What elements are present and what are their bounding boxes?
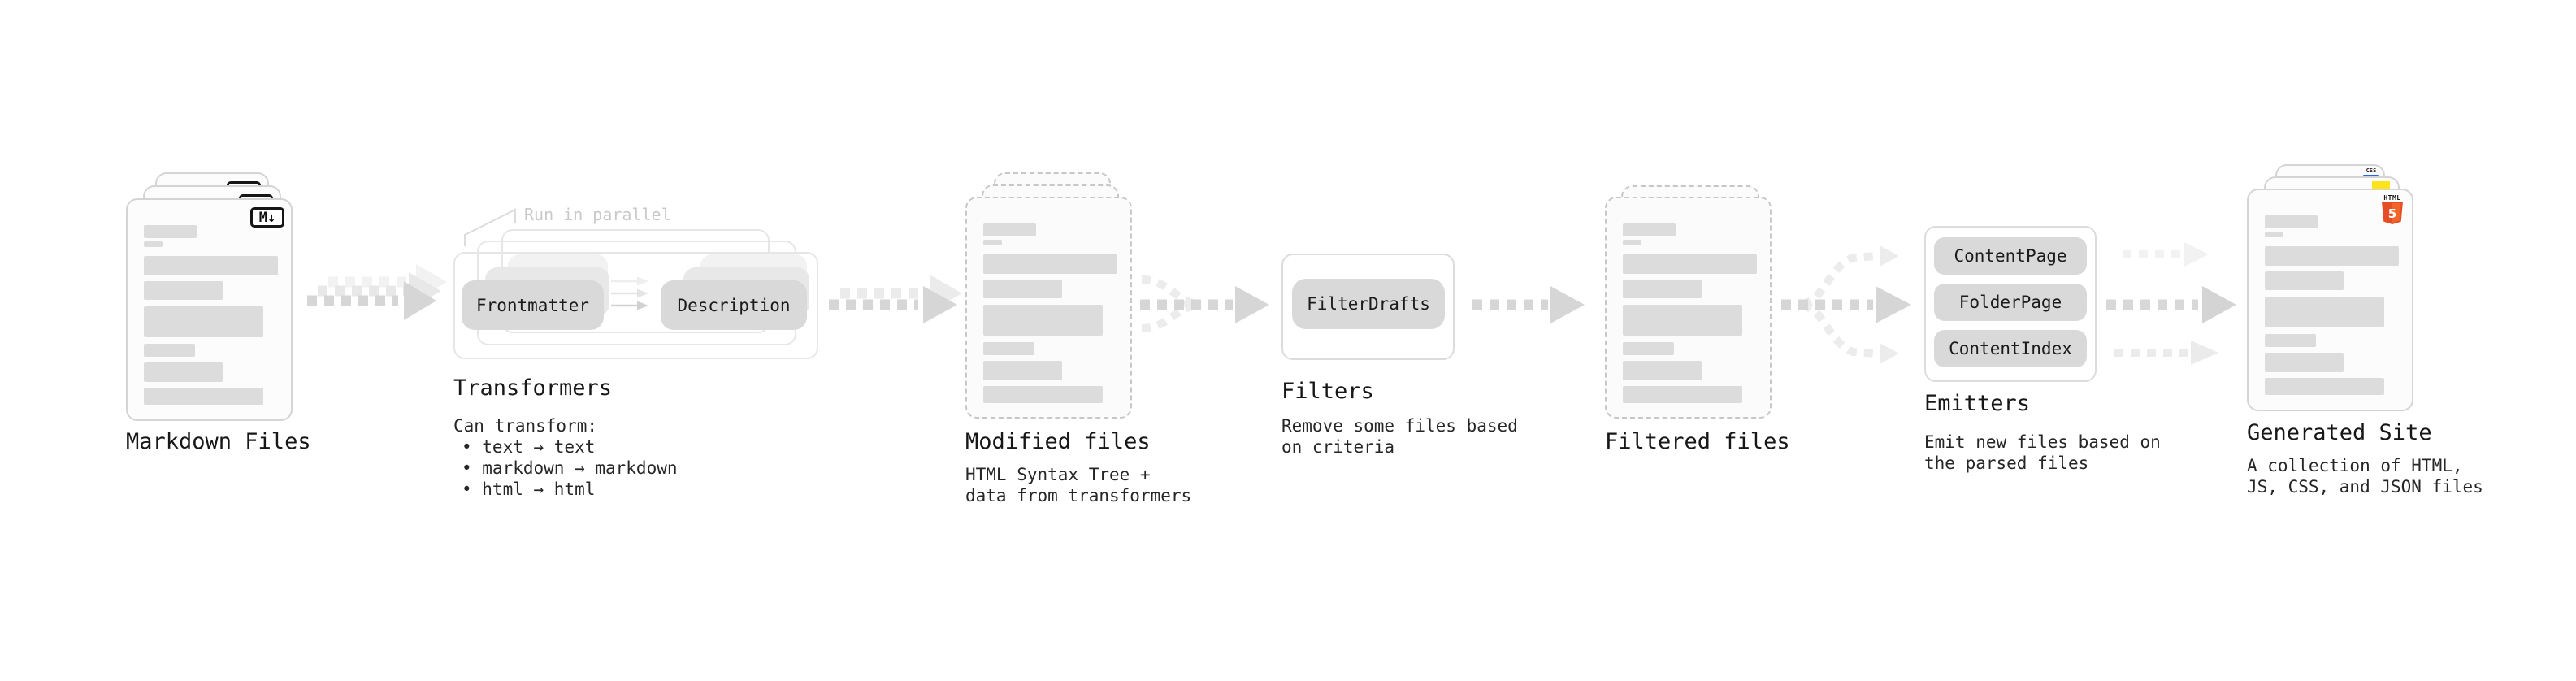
- parallel-arrows-icon: [611, 276, 648, 310]
- transformer-container-front: [453, 252, 818, 359]
- transformers-caption-title: Can transform:: [453, 416, 598, 436]
- skeleton-line: [1623, 280, 1702, 298]
- flow-arrow-markdown-to-transformers: [307, 264, 447, 320]
- transformer-chip-description: Description: [661, 280, 807, 330]
- skeleton-line: [1623, 240, 1641, 245]
- stage-title-emitters: Emitters: [1924, 391, 2031, 416]
- skeleton-line: [983, 280, 1062, 298]
- emitters-caption-line: the parsed files: [1924, 453, 2089, 473]
- filter-chip-filterdrafts: FilterDrafts: [1292, 279, 1445, 329]
- skeleton-line: [2265, 334, 2316, 347]
- emitter-chip-contentindex: ContentIndex: [1934, 330, 2087, 367]
- skeleton-line: [1623, 342, 1674, 355]
- skeleton-line: [144, 256, 278, 275]
- skeleton-line: [144, 281, 223, 300]
- stage-title-generated-site: Generated Site: [2247, 420, 2432, 445]
- js-file-icon: [2372, 181, 2390, 189]
- skeleton-line: [2265, 353, 2344, 372]
- flow-arrow-transformers-to-modified: [829, 275, 962, 323]
- run-in-parallel-callout-line: [464, 208, 516, 246]
- skeleton-line: [144, 306, 263, 337]
- skeleton-line: [2265, 297, 2384, 327]
- skeleton-line: [2265, 246, 2399, 266]
- skeleton-line: [1623, 254, 1757, 274]
- stage-title-filters: Filters: [1281, 379, 1374, 404]
- skeleton-line: [144, 241, 163, 247]
- modified-file-card-front: [965, 197, 1132, 419]
- svg-text:5: 5: [2388, 206, 2396, 221]
- html5-logo-icon: HTML 5: [2382, 194, 2403, 228]
- emitter-chip-contentpage: ContentPage: [1934, 237, 2087, 275]
- flow-arrow-emitters-to-generated: [2106, 242, 2236, 365]
- run-in-parallel-label: Run in parallel: [524, 205, 671, 224]
- stage-title-modified-files: Modified files: [965, 429, 1151, 454]
- markdown-file-card-front: M↓: [126, 198, 293, 421]
- filters-caption-line: on criteria: [1281, 437, 1395, 457]
- generated-file-card-front: HTML 5: [2247, 189, 2413, 411]
- skeleton-line: [983, 361, 1062, 380]
- skeleton-line: [1623, 361, 1702, 380]
- transformer-chip-frontmatter: Frontmatter: [462, 280, 604, 330]
- skeleton-line: [144, 362, 223, 382]
- skeleton-line: [2265, 215, 2318, 228]
- flow-arrow-filters-to-filtered: [1472, 286, 1585, 323]
- transformers-bullet: • text → text: [462, 437, 596, 457]
- skeleton-line: [983, 386, 1103, 403]
- skeleton-line: [983, 342, 1034, 355]
- transformers-bullet: • html → html: [462, 479, 596, 499]
- stage-title-transformers: Transformers: [453, 375, 613, 401]
- emitter-chip-folderpage: FolderPage: [1934, 284, 2087, 321]
- skeleton-line: [1623, 305, 1742, 336]
- skeleton-line: [2265, 271, 2344, 290]
- skeleton-line: [983, 240, 1002, 245]
- generated-site-caption-line: JS, CSS, and JSON files: [2247, 477, 2483, 497]
- skeleton-line: [983, 254, 1117, 274]
- filtered-file-card-front: [1605, 197, 1772, 419]
- modified-files-caption-line: data from transformers: [965, 486, 1192, 505]
- stage-title-filtered-files: Filtered files: [1605, 429, 1790, 454]
- skeleton-line: [144, 225, 197, 238]
- generated-site-caption-line: A collection of HTML,: [2247, 456, 2463, 475]
- flow-arrow-filtered-to-emitters: [1781, 245, 1911, 364]
- skeleton-line: [2265, 232, 2283, 237]
- emitters-caption-line: Emit new files based on: [1924, 432, 2161, 452]
- skeleton-line: [1623, 386, 1742, 403]
- modified-files-caption-line: HTML Syntax Tree +: [965, 465, 1151, 484]
- stage-title-markdown-files: Markdown Files: [126, 429, 311, 454]
- markdown-logo-icon: M↓: [250, 207, 284, 228]
- skeleton-line: [2265, 378, 2384, 395]
- transformers-bullet: • markdown → markdown: [462, 458, 678, 478]
- filters-caption-line: Remove some files based: [1281, 416, 1518, 436]
- skeleton-line: [144, 344, 195, 357]
- skeleton-line: [983, 223, 1036, 236]
- skeleton-line: [144, 388, 263, 405]
- flow-arrow-modified-to-filters: [1140, 275, 1269, 332]
- skeleton-line: [1623, 223, 1676, 236]
- skeleton-line: [983, 305, 1103, 336]
